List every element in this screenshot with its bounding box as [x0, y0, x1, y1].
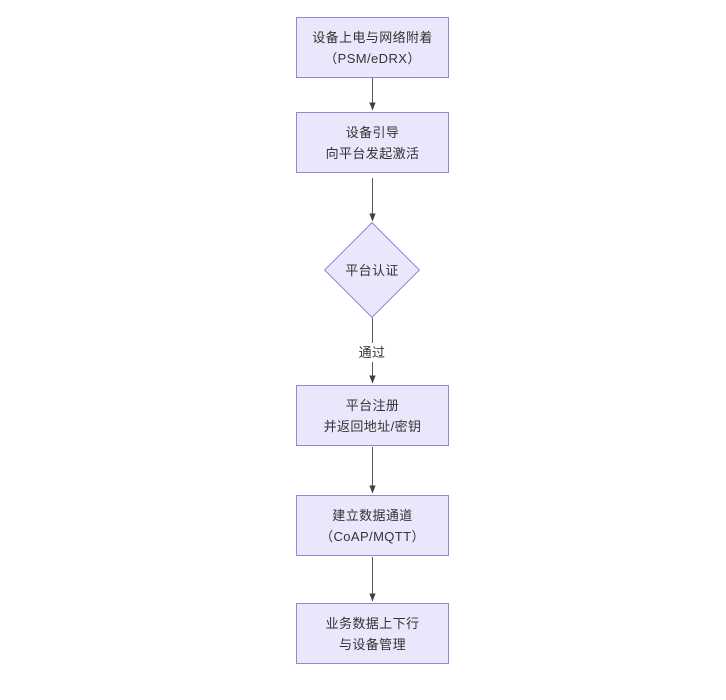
node-device-bootstrap-line2: 向平台发起激活 [325, 145, 420, 161]
node-device-bootstrap[interactable]: 设备引导 向平台发起激活 [296, 112, 449, 173]
node-establish-data-channel[interactable]: 建立数据通道 （CoAP/MQTT） [296, 495, 449, 556]
node-establish-data-channel-line1: 建立数据通道 [332, 507, 413, 523]
edge-label-pass: 通过 [355, 343, 389, 362]
node-platform-authentication[interactable]: 平台认证 [323, 221, 421, 319]
node-business-data-line1: 业务数据上下行 [325, 615, 420, 631]
node-platform-registration[interactable]: 平台注册 并返回地址/密钥 [296, 385, 449, 446]
node-device-power-on[interactable]: 设备上电与网络附着 （PSM/eDRX） [296, 17, 449, 78]
node-device-bootstrap-line1: 设备引导 [345, 124, 400, 140]
node-business-data-line2: 与设备管理 [338, 636, 406, 652]
node-device-power-on-line1: 设备上电与网络附着 [312, 29, 433, 45]
node-business-data-and-device-management[interactable]: 业务数据上下行 与设备管理 [296, 603, 449, 664]
node-device-power-on-line2: （PSM/eDRX） [324, 50, 421, 66]
node-platform-authentication-label: 平台认证 [345, 262, 399, 278]
node-platform-registration-line2: 并返回地址/密钥 [323, 418, 422, 434]
node-establish-data-channel-line2: （CoAP/MQTT） [320, 528, 425, 544]
node-platform-registration-line1: 平台注册 [345, 397, 400, 413]
